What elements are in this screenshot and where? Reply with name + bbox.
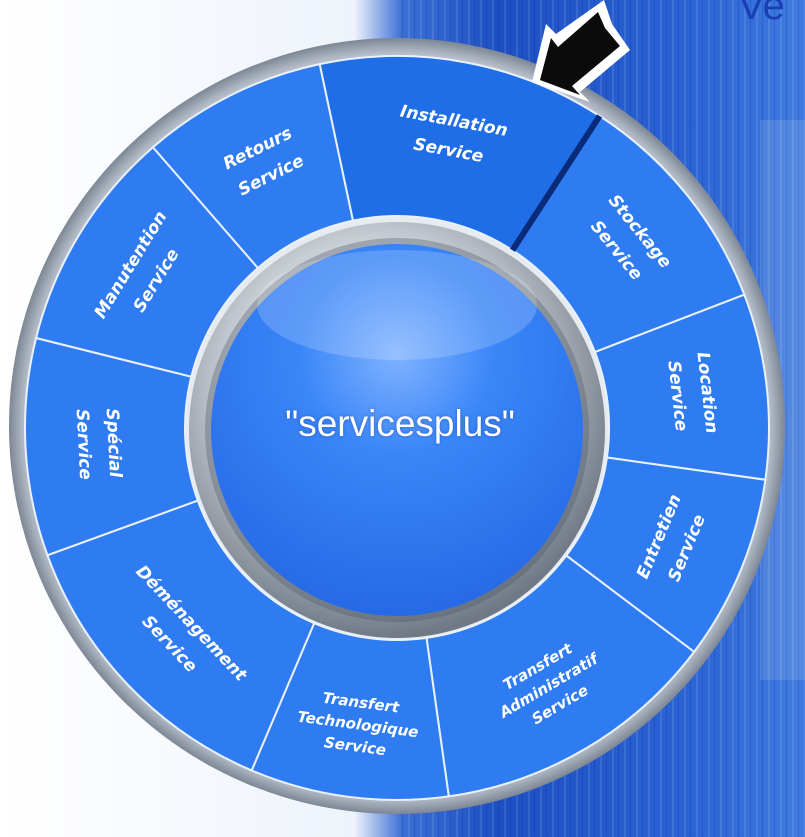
wheel-segment-label-line: Service [72, 409, 96, 481]
heading-fragment: Ve [738, 0, 785, 28]
wheel-segment-label-special: SpécialService [72, 407, 126, 481]
center-button[interactable] [211, 244, 583, 616]
active-segment-edge [509, 114, 603, 252]
center-label: "servicesplus" [285, 403, 515, 444]
wheel-segment-installation[interactable] [318, 55, 601, 252]
wheel-segment-label-line: Spécial [102, 408, 126, 479]
arrow-pointer-icon [532, 0, 630, 102]
wheel-segment-transfert-admin[interactable] [425, 554, 696, 798]
wheel-segment-retours[interactable] [151, 62, 355, 270]
